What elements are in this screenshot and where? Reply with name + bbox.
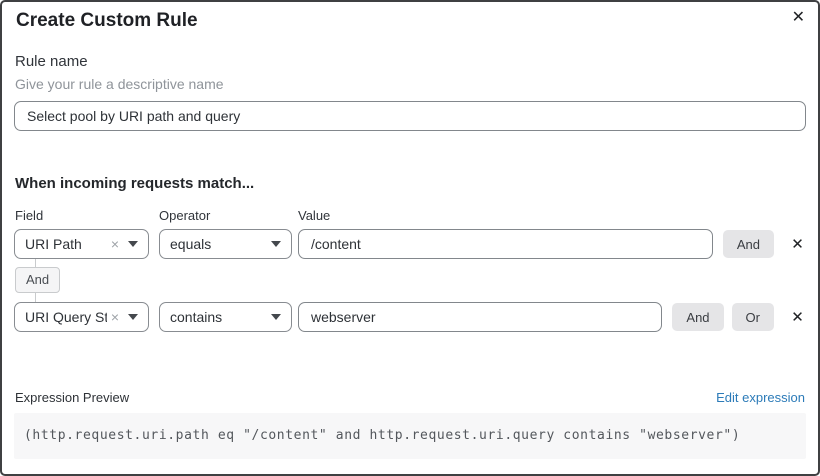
value-column-label: Value bbox=[298, 208, 331, 223]
add-and-condition-button[interactable]: And bbox=[672, 303, 724, 331]
connector-line bbox=[35, 293, 36, 302]
chevron-down-icon bbox=[128, 314, 138, 320]
value-input[interactable] bbox=[298, 229, 713, 259]
remove-row-icon[interactable]: ✕ bbox=[791, 236, 804, 253]
page-title: Create Custom Rule bbox=[16, 10, 198, 31]
rule-name-label: Rule name bbox=[15, 53, 88, 70]
condition-connector: And bbox=[14, 259, 806, 302]
chevron-down-icon bbox=[128, 241, 138, 247]
operator-select[interactable]: equals bbox=[159, 229, 292, 259]
field-select-value: URI Query St... bbox=[25, 309, 107, 325]
condition-column-labels: Field Operator Value bbox=[15, 208, 806, 223]
expression-code-block: (http.request.uri.path eq "/content" and… bbox=[14, 413, 806, 459]
clear-selection-icon[interactable]: × bbox=[110, 236, 119, 252]
expression-preview-header: Expression Preview Edit expression bbox=[15, 389, 805, 406]
operator-select-value: equals bbox=[170, 236, 212, 252]
rule-name-input[interactable] bbox=[14, 101, 806, 131]
field-select[interactable]: URI Path × bbox=[14, 229, 149, 259]
operator-select-value: contains bbox=[170, 309, 223, 325]
close-icon[interactable]: ✕ bbox=[791, 9, 805, 26]
add-or-condition-button[interactable]: Or bbox=[731, 303, 774, 331]
condition-row: URI Path × equals And ✕ bbox=[14, 229, 806, 259]
condition-row: URI Query St... × contains And Or ✕ bbox=[14, 302, 806, 332]
edit-expression-link[interactable]: Edit expression bbox=[716, 390, 805, 405]
chevron-down-icon bbox=[271, 241, 281, 247]
add-and-condition-button[interactable]: And bbox=[722, 230, 774, 258]
field-select-value: URI Path bbox=[25, 236, 82, 252]
field-column-label: Field bbox=[15, 208, 44, 223]
clear-selection-icon[interactable]: × bbox=[110, 309, 119, 325]
field-select[interactable]: URI Query St... × bbox=[14, 302, 149, 332]
chevron-down-icon bbox=[271, 314, 281, 320]
match-heading: When incoming requests match... bbox=[15, 175, 255, 192]
rule-name-helper: Give your rule a descriptive name bbox=[15, 76, 224, 92]
operator-column-label: Operator bbox=[159, 208, 211, 223]
expression-preview-label: Expression Preview bbox=[15, 390, 130, 405]
operator-select[interactable]: contains bbox=[159, 302, 292, 332]
and-connector-badge: And bbox=[15, 267, 61, 293]
remove-row-icon[interactable]: ✕ bbox=[791, 309, 804, 326]
value-input[interactable] bbox=[298, 302, 663, 332]
connector-line bbox=[35, 259, 36, 267]
